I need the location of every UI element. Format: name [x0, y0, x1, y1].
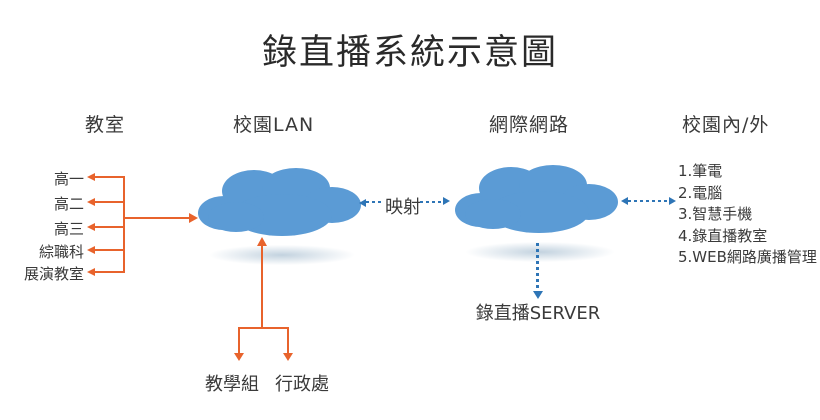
- department-label: 行政處: [275, 374, 329, 395]
- cloud-shadow: [196, 243, 368, 267]
- device-list-item: 4.錄直播教室: [678, 227, 768, 245]
- mapping-label: 映射: [385, 197, 421, 218]
- mapping-right-arrowhead-icon: [443, 197, 450, 205]
- classroom-label: 高二: [53, 195, 84, 213]
- cloud-shape: [198, 168, 361, 236]
- column-header-classroom: 教室: [85, 114, 126, 136]
- to-lan-arrowhead-icon: [189, 213, 198, 223]
- department-arrowhead-icon: [234, 353, 244, 361]
- lan-down-line: [261, 245, 263, 328]
- mapping-right-dashed-line: [420, 201, 443, 203]
- server-dashed-line: [536, 243, 539, 291]
- classroom-branch-line: [95, 176, 123, 178]
- classroom-branch-line: [95, 201, 123, 203]
- branch-arrowhead-icon: [87, 173, 95, 181]
- classroom-branch-line: [95, 226, 123, 228]
- department-drop-line: [287, 327, 289, 354]
- classroom-label: 高三: [53, 220, 84, 238]
- mapping-left-arrowhead-icon: [359, 199, 366, 207]
- device-list-item: 1.筆電: [678, 162, 723, 180]
- cloud-shape: [455, 165, 618, 233]
- classroom-trunk-line: [123, 176, 125, 273]
- to-lan-up-arrowhead-icon: [257, 237, 267, 246]
- branch-arrowhead-icon: [87, 223, 95, 231]
- cloud-shadow: [452, 240, 628, 264]
- campus-lan-cloud: [194, 161, 364, 241]
- classroom-label: 高一: [53, 170, 84, 188]
- department-label: 教學組: [205, 374, 259, 395]
- device-list-item: 2.電腦: [678, 184, 723, 202]
- devices-right-arrowhead-icon: [669, 197, 676, 205]
- classroom-branch-line: [95, 249, 123, 251]
- internet-cloud: [450, 158, 622, 238]
- classroom-label: 綜職科: [38, 243, 84, 261]
- column-header-campus-lan: 校園LAN: [233, 114, 315, 136]
- device-list-item: 3.智慧手機: [678, 205, 753, 223]
- devices-dashed-line: [628, 200, 669, 202]
- classroom-branch-line: [95, 271, 123, 273]
- mapping-left-dashed-line: [366, 201, 384, 203]
- department-arrowhead-icon: [283, 353, 293, 361]
- server-label: 錄直播SERVER: [475, 303, 601, 324]
- device-list-item: 5.WEB網路廣播管理: [678, 248, 817, 266]
- classrooms-to-lan-line: [123, 217, 189, 219]
- branch-arrowhead-icon: [87, 268, 95, 276]
- branch-arrowhead-icon: [87, 246, 95, 254]
- departments-bar-line: [238, 327, 289, 329]
- column-header-internet: 網際網路: [489, 114, 570, 136]
- classroom-label: 展演教室: [23, 265, 84, 283]
- diagram-title: 錄直播系統示意圖: [261, 33, 558, 73]
- department-drop-line: [238, 327, 240, 354]
- column-header-campus-in-out: 校園內/外: [682, 114, 770, 136]
- branch-arrowhead-icon: [87, 198, 95, 206]
- server-arrowhead-icon: [533, 291, 543, 299]
- devices-left-arrowhead-icon: [621, 197, 628, 205]
